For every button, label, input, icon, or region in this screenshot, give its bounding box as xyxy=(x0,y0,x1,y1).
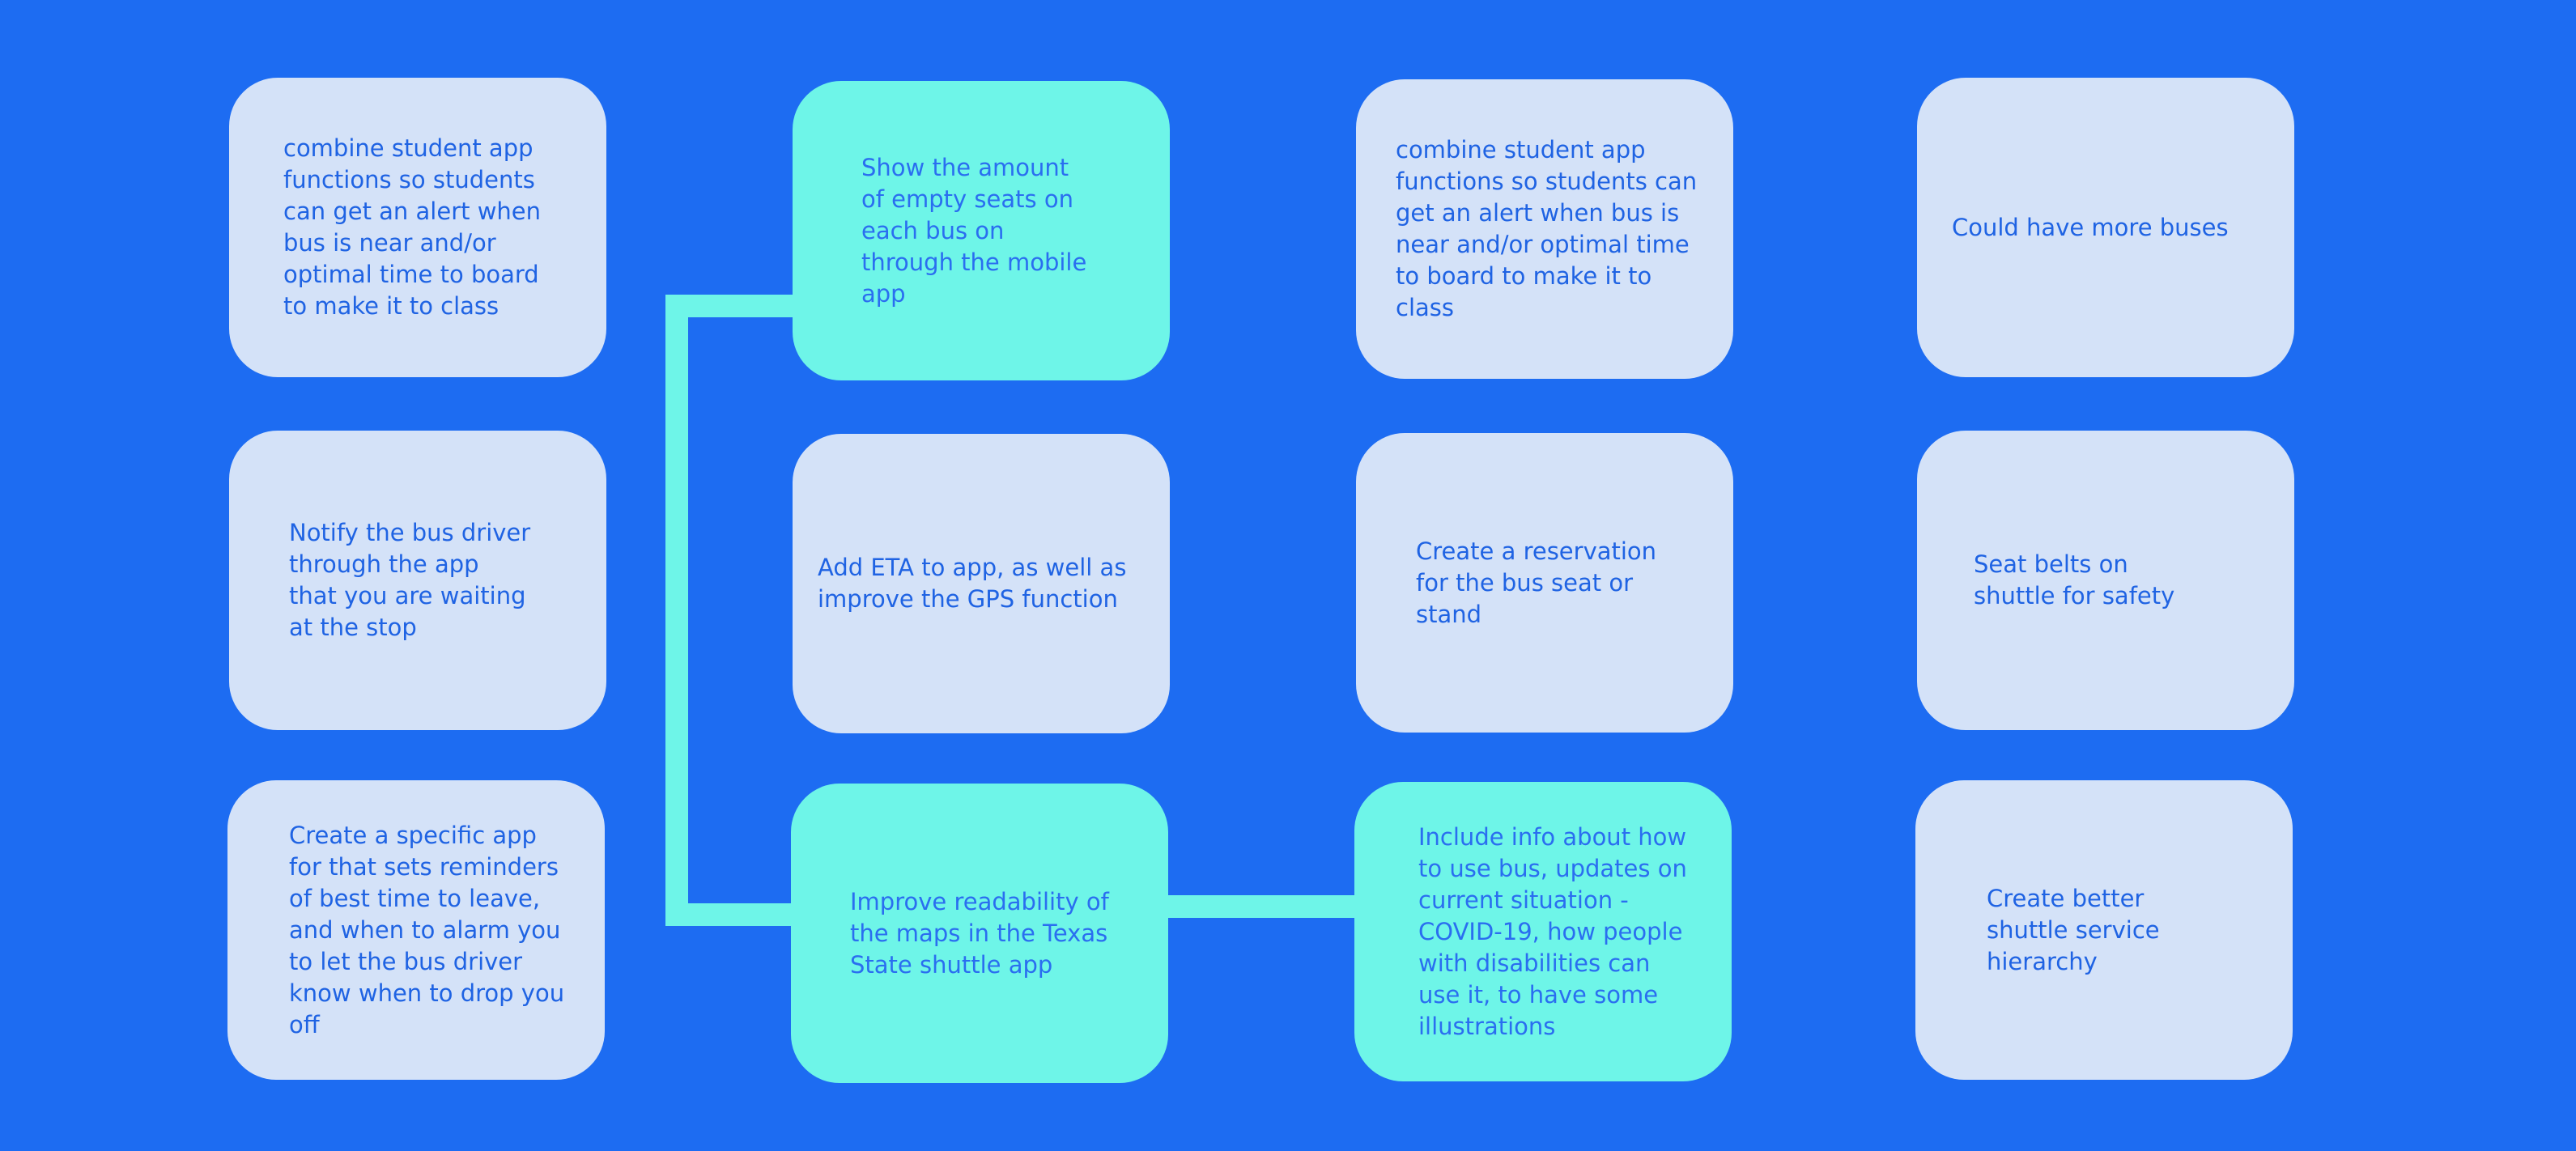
idea-card[interactable]: Could have more buses xyxy=(1917,78,2294,377)
idea-card[interactable]: Show the amount of empty seats on each b… xyxy=(793,81,1170,380)
idea-card[interactable]: Seat belts on shuttle for safety xyxy=(1917,431,2294,730)
idea-card-text: Create better shuttle service hierarchy xyxy=(1987,884,2160,975)
idea-card-text: Add ETA to app, as well as improve the G… xyxy=(818,554,1127,613)
idea-card[interactable]: combine student app functions so student… xyxy=(1356,79,1733,379)
idea-card-text: combine student app functions so student… xyxy=(283,134,542,320)
idea-card-text: combine student app functions so student… xyxy=(1396,136,1698,321)
idea-card[interactable]: Create a specific app for that sets remi… xyxy=(227,780,605,1080)
idea-card[interactable]: Add ETA to app, as well as improve the G… xyxy=(793,434,1170,733)
idea-card-text: Include info about how to use bus, updat… xyxy=(1418,822,1687,1040)
idea-card-text: Improve readability of the maps in the T… xyxy=(850,887,1109,979)
idea-card-text: Create a reservation for the bus seat or… xyxy=(1416,537,1657,628)
connector-horizontal xyxy=(1166,895,1357,918)
connector-bottom-stub xyxy=(665,903,795,926)
idea-card[interactable]: Include info about how to use bus, updat… xyxy=(1354,782,1732,1081)
idea-card[interactable]: Create a reservation for the bus seat or… xyxy=(1356,433,1733,733)
connector-vertical xyxy=(665,295,688,926)
idea-card[interactable]: combine student app functions so student… xyxy=(229,78,606,377)
idea-card-text: Could have more buses xyxy=(1952,213,2229,241)
idea-card[interactable]: Create better shuttle service hierarchy xyxy=(1915,780,2293,1080)
idea-card-text: Show the amount of empty seats on each b… xyxy=(861,153,1087,308)
idea-card-text: Seat belts on shuttle for safety xyxy=(1974,550,2175,609)
idea-card-text: Notify the bus driver through the app th… xyxy=(289,519,531,641)
idea-card-text: Create a specific app for that sets remi… xyxy=(289,821,565,1038)
idea-card[interactable]: Improve readability of the maps in the T… xyxy=(791,784,1168,1083)
idea-card[interactable]: Notify the bus driver through the app th… xyxy=(229,431,606,730)
